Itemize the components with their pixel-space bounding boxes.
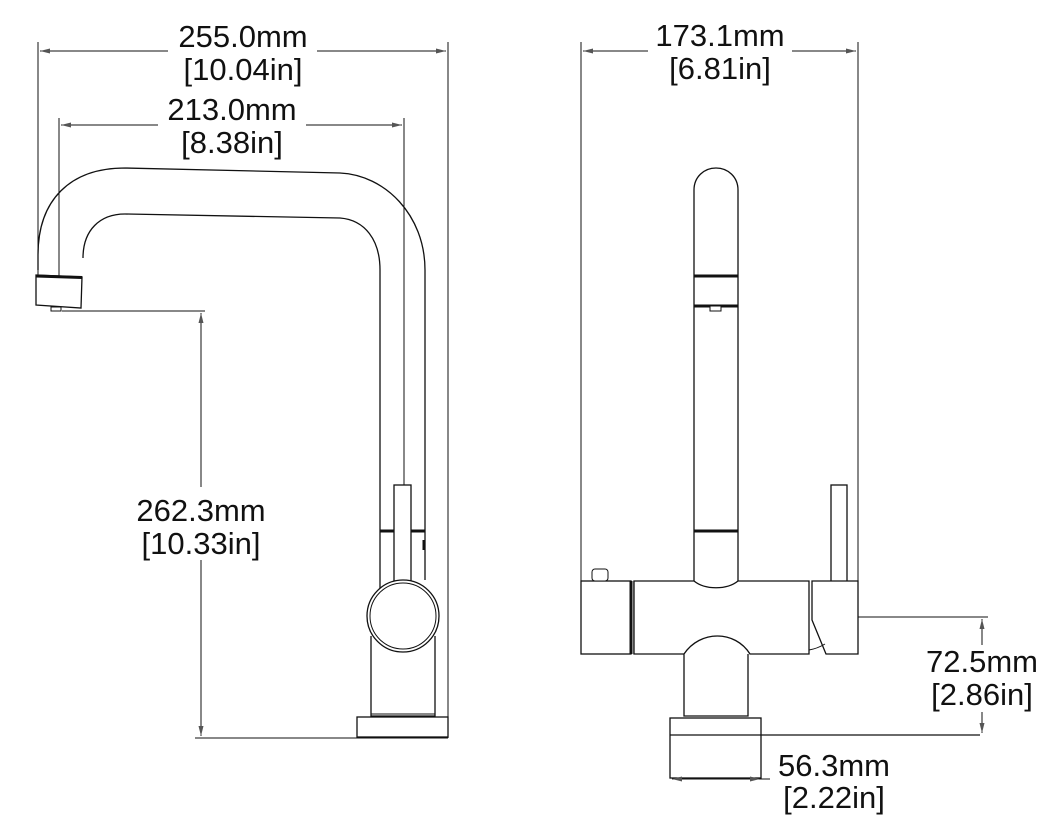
label-base-diameter-mm: 56.3mm	[778, 748, 890, 783]
arrowhead-icon	[672, 776, 682, 782]
side-view: 255.0mm [10.04in] 213.0mm [8.38in] 262.3…	[35, 19, 449, 739]
label-side-width-mm: 255.0mm	[178, 19, 307, 54]
side-knob	[366, 579, 440, 653]
arrowhead-icon	[198, 313, 204, 323]
aerator	[35, 274, 83, 312]
arrowhead-icon	[846, 48, 856, 54]
arrowhead-icon	[40, 48, 50, 54]
label-body-height-mm: 72.5mm	[926, 644, 1038, 679]
label-body-height-in: [2.86in]	[931, 677, 1033, 712]
arrowhead-icon	[750, 776, 760, 782]
label-spout-height-in: [10.33in]	[142, 526, 261, 561]
label-side-width-in: [10.04in]	[184, 52, 303, 87]
front-body	[580, 568, 810, 655]
arrowhead-icon	[979, 723, 985, 733]
side-lever	[380, 484, 426, 586]
side-base-plate	[356, 716, 449, 738]
label-front-width-in: [6.81in]	[669, 51, 771, 86]
dimension-overall-width-front	[583, 48, 856, 54]
arrowhead-icon	[61, 122, 71, 128]
label-base-diameter-in: [2.22in]	[783, 780, 885, 815]
dimension-spout-height	[62, 310, 448, 739]
label-spout-reach-mm: 213.0mm	[167, 92, 296, 127]
spout-outer-outline	[37, 167, 426, 580]
arrowhead-icon	[583, 48, 593, 54]
label-spout-reach-in: [8.38in]	[181, 125, 283, 160]
label-front-width-mm: 173.1mm	[655, 18, 784, 53]
arrowhead-icon	[198, 726, 204, 736]
front-stem-base	[669, 654, 980, 779]
arrowhead-icon	[979, 619, 985, 629]
arrowhead-icon	[436, 48, 446, 54]
dimension-base-diameter	[672, 776, 770, 782]
dimension-overall-width-side	[40, 48, 446, 54]
dimension-spout-reach	[61, 122, 402, 128]
front-spout	[693, 167, 739, 592]
front-view: 173.1mm [6.81in] 72.5mm [2.86in] 56.3mm …	[580, 18, 1038, 815]
arrowhead-icon	[392, 122, 402, 128]
front-lever	[808, 484, 859, 655]
label-spout-height-mm: 262.3mm	[136, 493, 265, 528]
side-body	[370, 636, 436, 717]
spout-inner-outline	[82, 213, 381, 595]
dimension-body-height	[858, 616, 988, 733]
